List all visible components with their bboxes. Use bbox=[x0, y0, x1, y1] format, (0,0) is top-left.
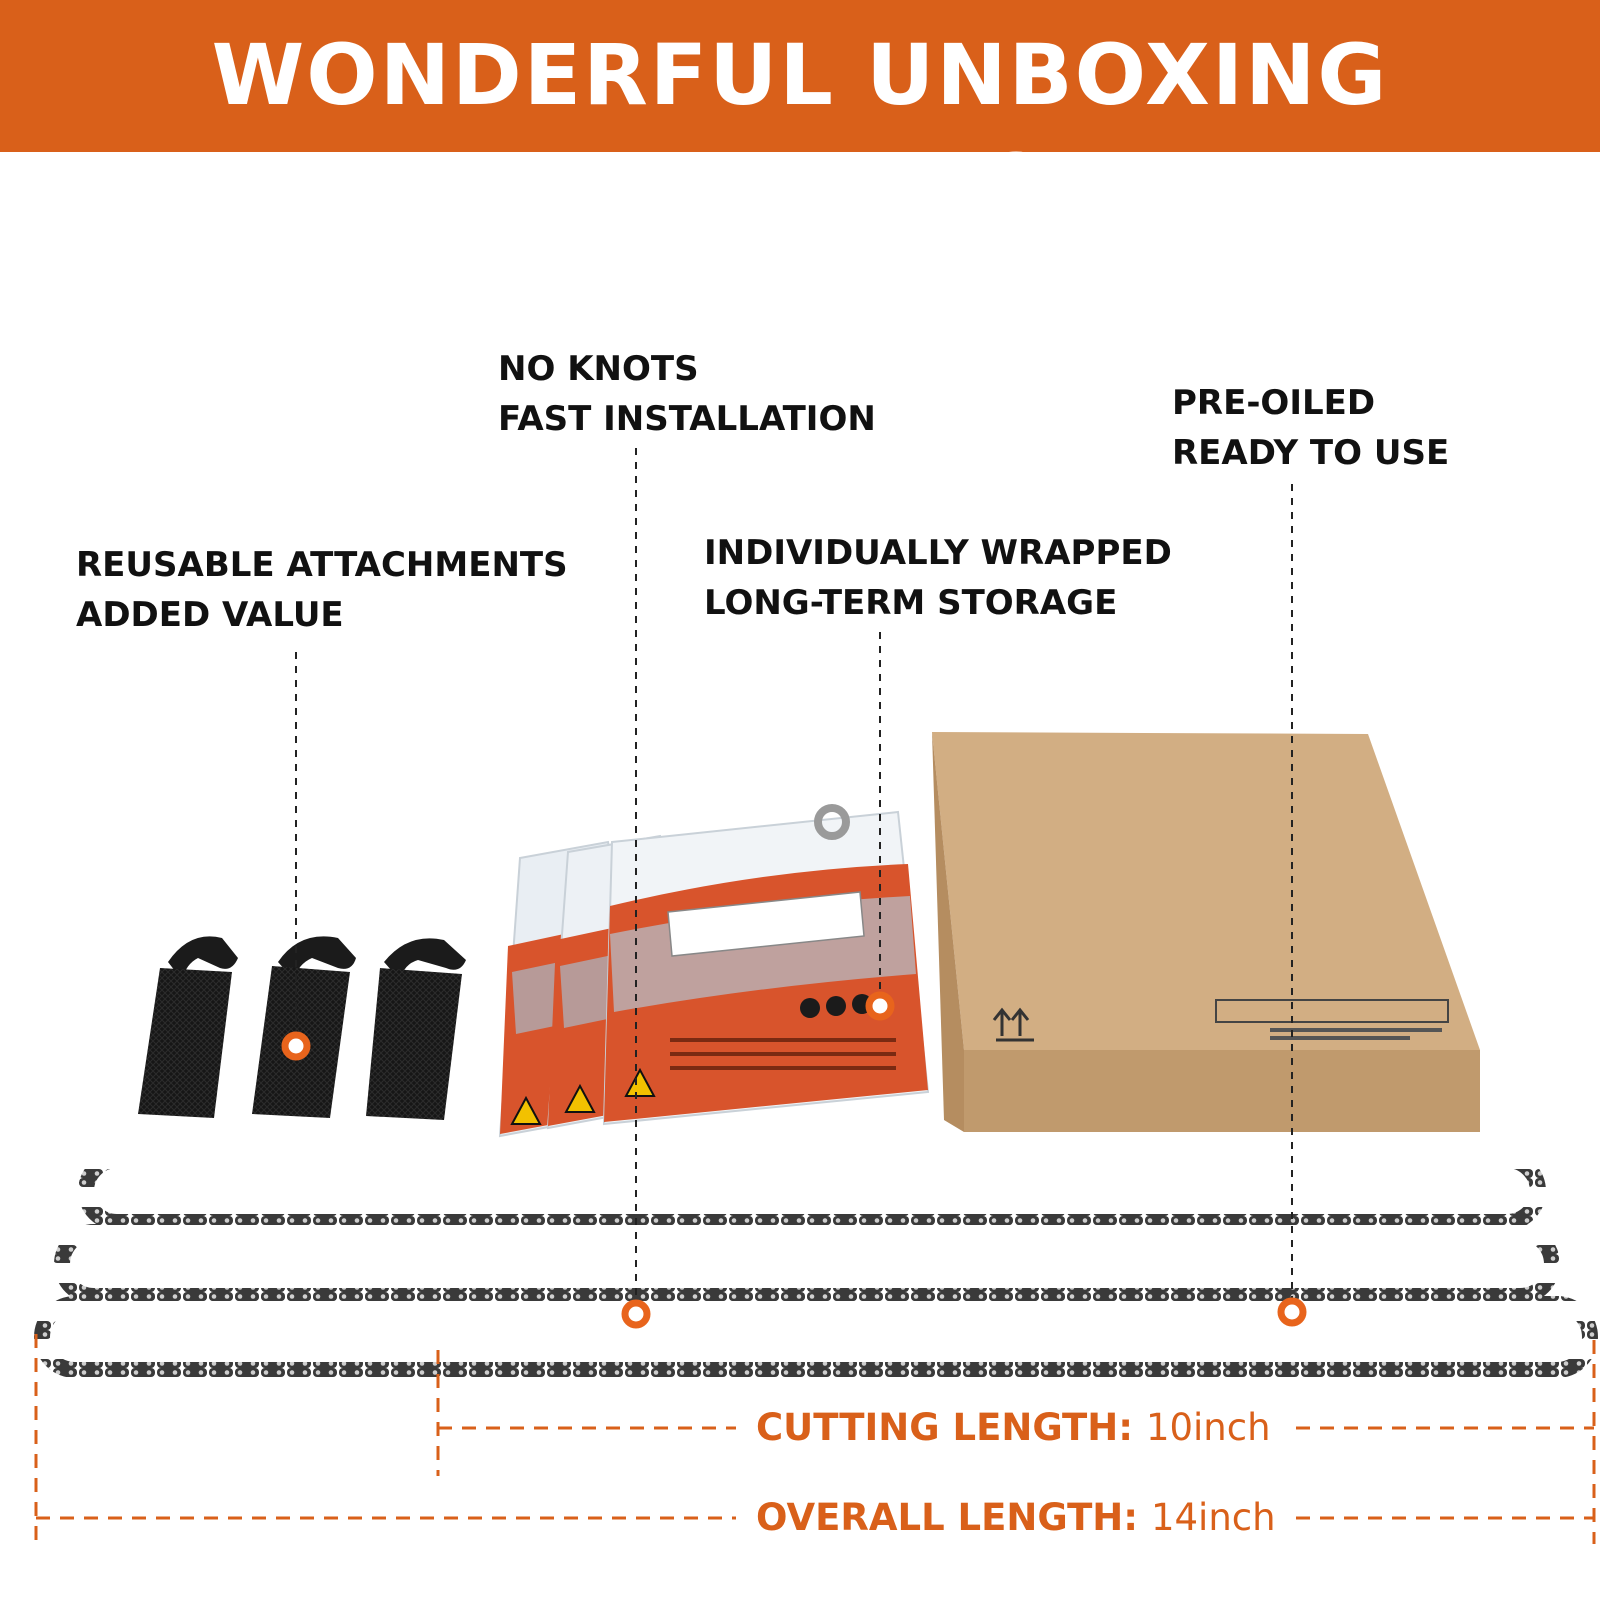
cutting-length-label: CUTTING LENGTH: 10inch bbox=[756, 1406, 1271, 1450]
callout-no-knots-line2: FAST INSTALLATION bbox=[498, 399, 876, 439]
cutting-length-value: 10inch bbox=[1145, 1406, 1271, 1449]
callout-reusable-attachments-line2: ADDED VALUE bbox=[76, 595, 344, 635]
overall-length-key: OVERALL LENGTH: bbox=[756, 1496, 1139, 1539]
strap-2 bbox=[252, 936, 356, 1118]
cutting-length-key: CUTTING LENGTH: bbox=[756, 1406, 1134, 1449]
strap-3 bbox=[366, 938, 466, 1120]
callout-pre-oiled-line2: READY TO USE bbox=[1172, 433, 1450, 473]
callout-individually-wrapped-line2: LONG-TERM STORAGE bbox=[704, 583, 1118, 623]
callout-no-knots-line1: NO KNOTS bbox=[498, 349, 699, 389]
marker-dot-wrapped bbox=[865, 991, 895, 1021]
pouch-3 bbox=[602, 804, 930, 1126]
callout-reusable-attachments-line1: REUSABLE ATTACHMENTS bbox=[76, 545, 568, 585]
strap-attachments bbox=[138, 936, 466, 1120]
chain-3 bbox=[34, 1296, 1598, 1378]
callout-no-knots: NO KNOTS FAST INSTALLATION bbox=[498, 344, 876, 444]
strap-1 bbox=[138, 936, 238, 1118]
marker-dot-oiled bbox=[1277, 1297, 1307, 1327]
header-banner: WONDERFUL UNBOXING EXPERIENCE bbox=[0, 0, 1600, 234]
callout-reusable-attachments: REUSABLE ATTACHMENTS ADDED VALUE bbox=[76, 540, 568, 640]
callout-individually-wrapped: INDIVIDUALLY WRAPPED LONG-TERM STORAGE bbox=[704, 528, 1172, 628]
marker-dot-knots bbox=[621, 1299, 651, 1329]
chain-1 bbox=[78, 1152, 1546, 1230]
callout-leader-lines bbox=[295, 448, 1293, 1312]
callout-individually-wrapped-line1: INDIVIDUALLY WRAPPED bbox=[704, 533, 1172, 573]
callout-pre-oiled-line1: PRE-OILED bbox=[1172, 383, 1376, 423]
callout-pre-oiled: PRE-OILED READY TO USE bbox=[1172, 378, 1449, 478]
cardboard-box bbox=[932, 732, 1480, 1132]
chain-2 bbox=[54, 1224, 1560, 1304]
overall-length-label: OVERALL LENGTH: 14inch bbox=[756, 1496, 1276, 1540]
callout-markers bbox=[281, 991, 1307, 1329]
wrapped-chain-pouches bbox=[498, 804, 930, 1138]
page-title: WONDERFUL UNBOXING EXPERIENCE bbox=[211, 26, 1389, 234]
dimension-lines bbox=[34, 1334, 1596, 1544]
saw-chains bbox=[34, 1152, 1598, 1378]
marker-dot-attachments bbox=[281, 1031, 311, 1061]
overall-length-value: 14inch bbox=[1150, 1496, 1276, 1539]
